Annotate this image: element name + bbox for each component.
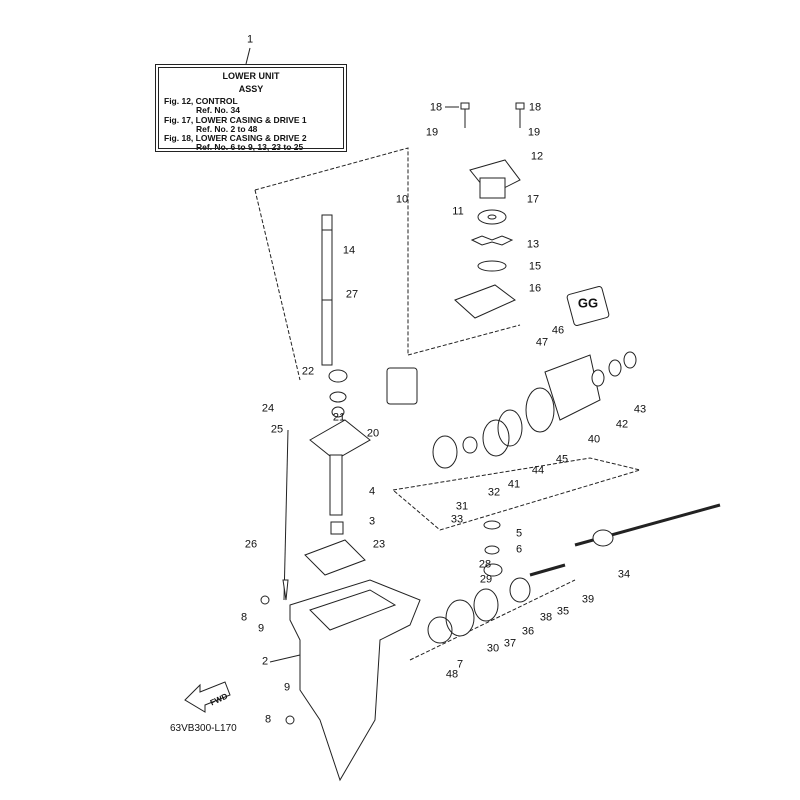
part-callout: 8 [240, 611, 248, 624]
diagram-code: 63VB300-L170 [170, 723, 237, 734]
part-callout: 12 [530, 150, 544, 163]
part-callout: 20 [366, 427, 380, 440]
part-callout: 35 [556, 605, 570, 618]
part-callout: 9 [257, 622, 265, 635]
part-callout: 27 [345, 288, 359, 301]
part-callout: 14 [342, 244, 356, 257]
part-callout: 10 [395, 193, 409, 206]
part-callout: 30 [486, 642, 500, 655]
ref-fig: Fig. 18, LOWER CASING & DRIVE 2 [164, 133, 307, 144]
assembly-subtitle: ASSY [238, 84, 264, 94]
part-callout: 37 [503, 637, 517, 650]
part-callout: 19 [425, 126, 439, 139]
part-callout: 47 [535, 336, 549, 349]
part-callout: 40 [587, 433, 601, 446]
part-callout: 5 [515, 527, 523, 540]
part-callout: 46 [551, 324, 565, 337]
part-callout: 32 [487, 486, 501, 499]
part-callout: 33 [450, 513, 464, 526]
part-callout: 1 [246, 33, 254, 46]
part-callout: 7 [456, 658, 464, 671]
part-callout: 29 [479, 573, 493, 586]
part-callout: 25 [270, 423, 284, 436]
part-callout: 45 [555, 453, 569, 466]
part-callout: 19 [527, 126, 541, 139]
part-callout: 31 [455, 500, 469, 513]
grease-symbol: GG [577, 295, 599, 311]
assembly-title: LOWER UNIT [222, 71, 280, 81]
part-callout: 34 [617, 568, 631, 581]
part-callout: 38 [539, 611, 553, 624]
part-callout: 26 [244, 538, 258, 551]
part-callout: 44 [531, 464, 545, 477]
part-callout: 11 [452, 205, 464, 218]
part-callout: 48 [445, 668, 459, 681]
part-callout: 8 [264, 713, 272, 726]
part-callout: 42 [615, 418, 629, 431]
part-callout: 9 [283, 681, 291, 694]
part-callout: 18 [429, 101, 443, 114]
ref-no: Ref. No. 34 [196, 105, 240, 116]
part-callout: 22 [301, 365, 315, 378]
ref-no: Ref. No. 6 to 9, 13, 23 to 25 [196, 142, 304, 152]
part-callout: 3 [368, 515, 376, 528]
part-callout: 28 [478, 558, 492, 571]
ref-no: Ref. No. 2 to 48 [196, 123, 258, 134]
part-callout: 4 [368, 485, 376, 498]
part-callout: 23 [372, 538, 386, 551]
assembly-reference-box: LOWER UNIT ASSY Fig. 12, CONTROL Ref. No… [155, 64, 347, 152]
part-callout: 36 [521, 625, 535, 638]
part-callout: 24 [261, 402, 275, 415]
part-callout: 13 [526, 238, 540, 251]
part-callout: 41 [507, 478, 521, 491]
ref-fig: Fig. 12, CONTROL [164, 96, 238, 106]
part-callout: 2 [261, 655, 269, 668]
ref-fig: Fig. 17, LOWER CASING & DRIVE 1 [164, 114, 307, 125]
part-callout: 18 [528, 101, 542, 114]
part-callout: 15 [528, 260, 542, 273]
part-callout: 16 [528, 282, 542, 295]
part-callout: 39 [581, 593, 595, 606]
part-callout: 17 [526, 193, 540, 206]
part-callout: 6 [515, 543, 523, 556]
part-callout: 43 [633, 403, 647, 416]
part-callout: 21 [332, 411, 346, 424]
